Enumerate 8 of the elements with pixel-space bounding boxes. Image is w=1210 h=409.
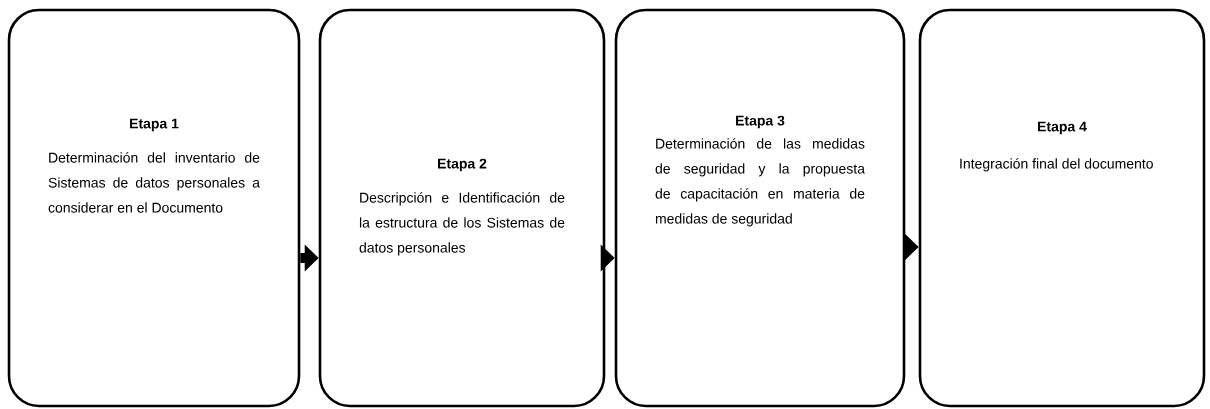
stage-heading: Etapa 4 xyxy=(1038,121,1087,135)
stage-description: Integración final del documento xyxy=(960,158,1153,172)
stage-description: Determinación del inventario de Sistemas de datos personales a considerar en el Documento xyxy=(48,152,260,213)
stage-heading: Etapa 2 xyxy=(438,158,487,172)
stage-heading: Etapa 1 xyxy=(130,118,179,132)
stage-description: Determinación de las medidas de seguridad y la propuesta de capacitación en materia de medidas de seguridad xyxy=(655,138,865,227)
stage-description: Descripción e Identificación de la estructura de los Sistemas de datos personales xyxy=(359,192,565,256)
stage-heading: Etapa 3 xyxy=(736,115,785,129)
